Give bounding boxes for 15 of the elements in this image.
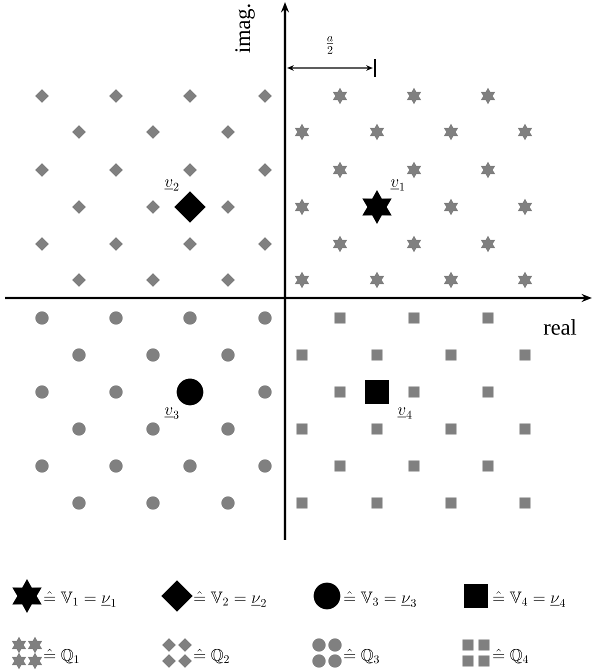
- point-label: $\underline{v}_1$: [390, 179, 404, 191]
- point-label: $\underline{v}_3$: [164, 407, 178, 419]
- legend-text: $\mathrel{\hat{=}}\mathbb{V}_2=\underline{\nu}_2$: [194, 591, 266, 607]
- legend-text: $\mathrel{\hat{=}}\mathbb{Q}_1$: [44, 648, 78, 664]
- point-label: $\underline{v}_4$: [397, 407, 412, 419]
- axis-label: imag.: [235, 4, 255, 53]
- legend-text: $\mathrel{\hat{=}}\mathbb{V}_3=\underline{\nu}_3$: [344, 591, 416, 608]
- legend-text: $\mathrel{\hat{=}}\mathbb{V}_1=\underline{\nu}_1$: [44, 591, 116, 607]
- legend-text: $\mathrel{\hat{=}}\mathbb{V}_4=\underline{\nu}_4$: [493, 591, 565, 607]
- legend-text: $\mathrel{\hat{=}}\mathbb{Q}_4$: [493, 648, 528, 664]
- legend-text: $\mathrel{\hat{=}}\mathbb{Q}_2$: [194, 648, 229, 664]
- legend-text: $\mathrel{\hat{=}}\mathbb{Q}_3$: [344, 648, 379, 664]
- point-label: $\underline{v}_2$: [164, 179, 178, 191]
- dimension-label: $\frac{a}{2}$: [326, 36, 334, 54]
- axis-label: real: [544, 319, 576, 335]
